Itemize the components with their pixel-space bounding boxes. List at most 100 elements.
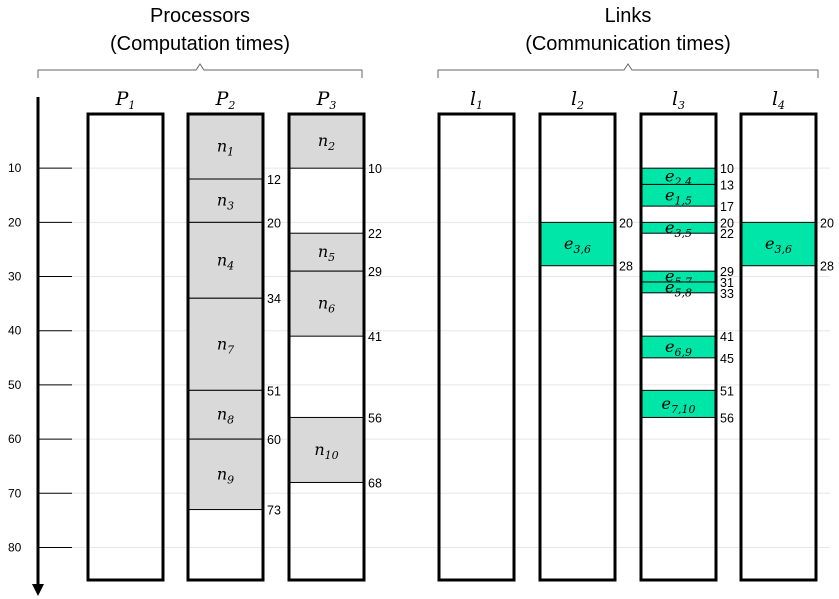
boundary-label: 22: [720, 227, 734, 241]
task-block: [187, 297, 264, 391]
link-column-2: l2 e3,6 20 28: [538, 88, 633, 582]
task-label: n7: [217, 334, 234, 356]
task-block: [187, 389, 264, 440]
processor-column-1: P1: [86, 88, 165, 582]
task-label-main: n: [217, 137, 227, 156]
link-header: l2: [571, 88, 584, 112]
link-column-frame: [437, 112, 516, 582]
link-header-subscript: 4: [777, 99, 785, 112]
processor-column-frame: [86, 112, 165, 582]
comm-label: e5,8: [665, 277, 692, 299]
axis-tick-label: 40: [8, 324, 22, 338]
boundary-label: 34: [267, 292, 281, 306]
processors-title: Processors: [150, 5, 250, 27]
comm-label-subscript: 3,6: [774, 243, 792, 256]
task-label: n3: [217, 191, 234, 213]
processors-brace: [37, 63, 363, 78]
links-subtitle: (Communication times): [525, 33, 731, 55]
comm-label-subscript: 6,9: [674, 346, 692, 359]
boundary-label: 60: [267, 433, 281, 447]
axis-tick-label: 20: [8, 215, 22, 229]
boundary-label: 73: [267, 504, 281, 518]
time-axis-arrowhead: [32, 584, 44, 596]
task-label-main: n: [217, 250, 227, 269]
processor-header: P1: [115, 88, 136, 112]
comm-label-subscript: 7,10: [671, 403, 696, 416]
boundary-label: 51: [267, 384, 281, 398]
task-label: n2: [318, 131, 335, 153]
comm-label: e7,10: [662, 394, 696, 416]
boundary-label: 20: [720, 216, 734, 230]
task-label-main: n: [217, 334, 227, 353]
task-label: n6: [318, 294, 335, 316]
processor-column-frame: [186, 112, 265, 582]
comm-label-subscript: 3,5: [674, 227, 692, 240]
boundary-label: 20: [619, 216, 633, 230]
comm-label: e3,5: [665, 218, 692, 240]
links-brace: [437, 63, 819, 78]
processor-header: P2: [215, 88, 236, 112]
task-block: [288, 113, 365, 169]
processor-header: P3: [316, 88, 337, 112]
boundary-label: 29: [720, 265, 734, 279]
boundary-label: 56: [368, 411, 382, 425]
axis-tick-label: 30: [8, 270, 22, 284]
task-label-subscript: 3: [227, 200, 234, 213]
task-label-main: n: [217, 191, 227, 210]
processor-header-subscript: 2: [227, 99, 235, 112]
task-label: n8: [217, 405, 234, 427]
boundary-label: 33: [720, 287, 734, 301]
boundary-label: 17: [720, 200, 734, 214]
boundary-label: 22: [368, 227, 382, 241]
comm-label-subscript: 1,5: [674, 194, 692, 207]
task-block: [187, 438, 264, 511]
task-label-subscript: 6: [328, 303, 335, 316]
link-header: l4: [772, 88, 785, 112]
boundary-label: 13: [720, 178, 734, 192]
comm-label-main: e: [564, 234, 573, 253]
link-column-1: l1: [437, 88, 516, 582]
comm-label-main: e: [665, 337, 674, 356]
task-block: [288, 416, 365, 483]
task-block: [288, 270, 365, 337]
task-label-main: n: [318, 131, 328, 150]
task-label-subscript: 8: [227, 414, 234, 427]
comm-label-main: e: [665, 185, 674, 204]
link-header-subscript: 2: [576, 99, 584, 112]
axis-tick-label: 10: [8, 161, 22, 175]
processor-header-main: P: [115, 88, 130, 110]
comm-label-main: e: [665, 267, 674, 286]
boundary-label: 41: [720, 330, 734, 344]
task-label-subscript: 4: [226, 259, 234, 272]
link-header-subscript: 3: [678, 99, 685, 112]
comm-label-main: e: [765, 234, 774, 253]
task-label-main: n: [318, 242, 328, 261]
processor-header-main: P: [316, 88, 331, 110]
boundary-label: 20: [267, 216, 281, 230]
processor-header-main: P: [215, 88, 230, 110]
axis-tick-label: 70: [8, 486, 22, 500]
task-label-main: n: [318, 294, 328, 313]
boundary-label: 10: [720, 162, 734, 176]
comm-label-main: e: [665, 218, 674, 237]
task-label-subscript: 2: [327, 140, 335, 153]
processor-header-subscript: 1: [128, 99, 135, 112]
link-column-3: l3e2,4e1,5e3,5e5,7e5,8e6,9e7,10101317202…: [639, 88, 734, 582]
comm-label: e6,9: [665, 337, 692, 359]
comm-label: e3,6: [765, 234, 792, 256]
link-column-frame: [639, 112, 718, 582]
task-label-main: n: [217, 405, 227, 424]
task-label-subscript: 9: [227, 473, 234, 486]
axis-tick-label: 50: [8, 378, 22, 392]
task-label: n5: [318, 242, 335, 264]
task-label: n10: [314, 440, 338, 462]
boundary-label: 28: [619, 260, 633, 274]
task-label: n1: [217, 137, 234, 159]
comm-label-subscript: 3,6: [573, 243, 591, 256]
task-label: n9: [217, 464, 234, 486]
comm-block: [539, 221, 616, 267]
